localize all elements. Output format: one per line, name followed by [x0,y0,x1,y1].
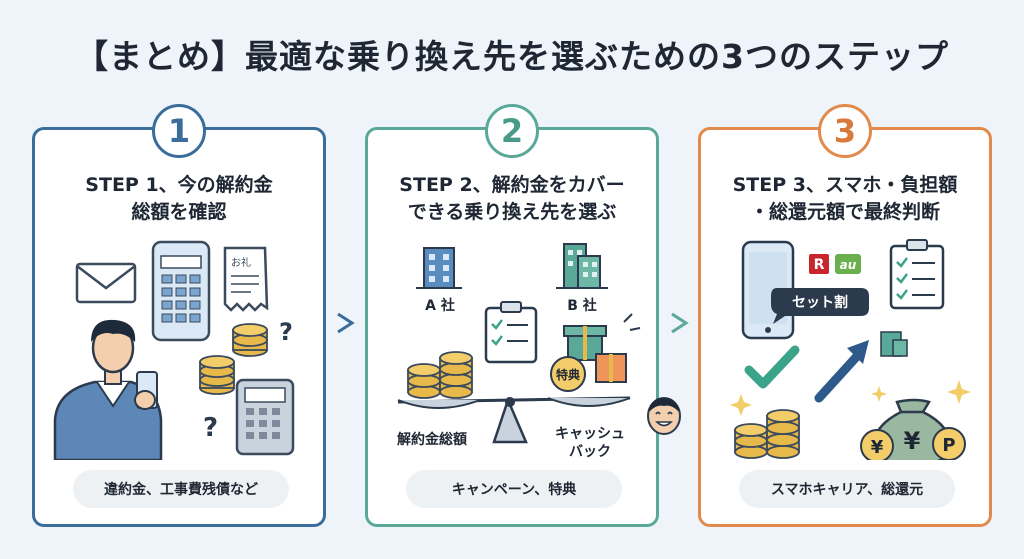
step-3-heading: STEP 3、スマホ・負担額 ・総還元額で最終判断 [701,172,989,226]
question-mark-icon: ? [203,413,218,443]
person-icon [53,319,163,460]
smiling-face-icon [647,397,681,435]
step-1-heading-line1: STEP 1、今の解約金 [85,174,273,196]
step-3-card: 3 STEP 3、スマホ・負担額 ・総還元額で最終判断 R au セット割 [698,104,992,527]
question-mark-icon: ? [279,318,293,346]
step-3-heading-line1: STEP 3、スマホ・負担額 [732,174,958,196]
step-1-heading: STEP 1、今の解約金 総額を確認 [35,172,323,226]
check-mark-icon [744,345,800,389]
step-2-heading: STEP 2、解約金をカバー できる乗り換え先を選ぶ [368,172,656,226]
envelope-icon [75,262,137,304]
step-1-tag: 違約金、工事費残債など [73,470,289,508]
coin-stacks-icon [734,409,800,459]
cashback-label-line2: バック [569,444,611,460]
cashback-label-line1: キャッシュ [555,426,625,442]
step-3-tag: スマホキャリア、総還元 [739,470,955,508]
yen-coin-symbol: ¥ [871,437,884,458]
carrier-au-logo: au [835,254,861,274]
building-icon [556,243,608,289]
sparkle-icon [871,386,887,402]
carrier-r-logo: R [809,254,829,274]
step-3-heading-line2: ・総還元額で最終判断 [749,201,940,223]
step-3-illustration: R au セット割 [730,239,971,460]
arrow-right-icon [337,312,355,334]
trend-up-arrow-icon [814,340,869,403]
page-title: 【まとめ】最適な乗り換え先を選ぶための3つのステップ [75,37,949,76]
checklist-icon [484,301,538,364]
checklist-icon [889,239,945,310]
company-b-label: B 社 [567,297,597,314]
total-cancellation-fee-label: 解約金総額 [397,431,467,448]
receipt-icon: お礼 [223,246,269,312]
step-2-heading-line2: できる乗り換え先を選ぶ [407,201,617,223]
sparkle-icon [730,394,752,416]
arrow-right-icon [671,312,689,334]
bundle-discount-label: セット割 [792,294,848,311]
gift-icon [563,313,641,383]
balance-scale-icon [397,396,631,444]
point-coin-symbol: P [942,435,955,456]
step-2-badge: 2 [485,104,539,158]
perk-label: 特典 [556,367,580,382]
step-2-card: 2 STEP 2、解約金をカバー できる乗り換え先を選ぶ A 社 [365,104,659,527]
building-icon [880,331,908,357]
step-2-illustration: A 社 B 社 [397,243,641,460]
point-coin-icon: P [932,427,966,460]
coin-stacks-icon [199,323,268,395]
step-2-tag: キャンペーン、特典 [406,470,622,508]
money-bag-yen: ¥ [904,427,921,455]
step-1-badge: 1 [152,104,206,158]
carrier-au-text: au [840,258,857,272]
perk-badge: 特典 [550,356,586,392]
smartphone-calculator-icon [151,240,211,342]
step-2-heading-line1: STEP 2、解約金をカバー [399,174,625,196]
step-1-card: 1 STEP 1、今の解約金 総額を確認 お礼 [32,104,326,527]
receipt-note: お礼 [231,256,251,269]
calculator-icon [235,378,295,456]
carrier-r-text: R [814,257,825,273]
company-a-label: A 社 [425,297,455,314]
yen-coin-icon: ¥ [860,429,894,460]
step-3-badge: 3 [818,104,872,158]
bundle-discount-bubble: セット割 [771,288,869,324]
coin-stacks-icon [407,351,473,399]
step-1-illustration: お礼 ? ? [53,240,295,460]
building-icon [416,247,462,289]
step-1-heading-line2: 総額を確認 [131,201,227,223]
sparkle-icon [947,380,971,404]
